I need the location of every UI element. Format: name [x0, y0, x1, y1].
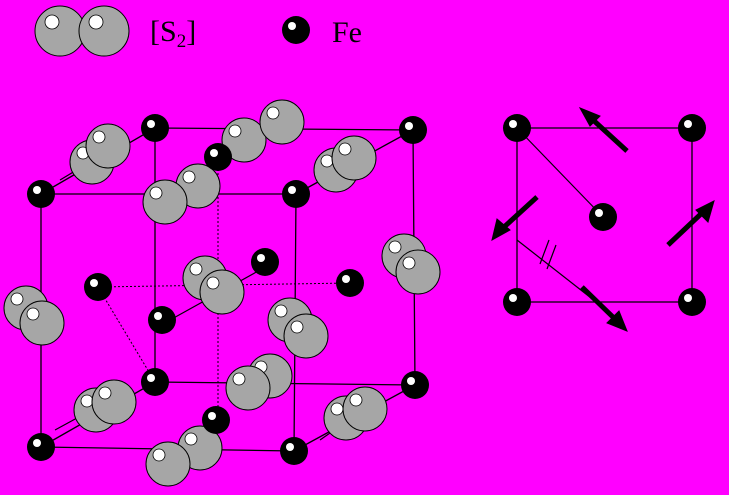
- fe-atom: [399, 116, 427, 144]
- s2-dimer: [221, 99, 305, 163]
- s2-dimer: [313, 135, 377, 193]
- fe-atom: [336, 269, 364, 297]
- s2-dimer: [267, 297, 329, 359]
- fe-atom: [503, 114, 531, 142]
- s2-dimer-icon: [34, 5, 130, 57]
- spin-arrow-icon: [491, 195, 539, 241]
- fe-atom: [27, 180, 55, 208]
- spin-arrow-icon: [580, 285, 628, 332]
- fe-atom: [141, 114, 169, 142]
- fe-atom: [678, 288, 706, 316]
- spin-arrow-icon: [578, 107, 629, 153]
- s2-legend-label: [S2]: [150, 15, 196, 52]
- fe-atom: [678, 114, 706, 142]
- unit-cell: [3, 99, 441, 487]
- s2-dimer: [182, 255, 245, 315]
- s2-dimer: [69, 123, 131, 185]
- fe-legend-label: Fe: [332, 16, 362, 49]
- legend: [S2] Fe: [34, 5, 362, 57]
- fe-atom: [27, 433, 55, 461]
- fe-atom: [282, 180, 310, 208]
- cell-internal-lines: [97, 157, 351, 420]
- fe-atom: [589, 203, 617, 231]
- fe-atom-icon: [282, 16, 310, 44]
- spin-arrows: [491, 107, 715, 332]
- fe-atom: [204, 143, 232, 171]
- spin-diagram: [491, 107, 715, 332]
- fe-atom: [401, 371, 429, 399]
- s2-dimer: [225, 353, 293, 411]
- fe-atom: [503, 288, 531, 316]
- s2-dimer: [73, 379, 137, 433]
- s2-dimer: [3, 285, 65, 346]
- s2-dimer: [381, 233, 441, 295]
- fe-atom: [84, 273, 112, 301]
- fe-atom: [148, 306, 176, 334]
- s2-dimer: [145, 425, 223, 487]
- fe-atom: [280, 437, 308, 465]
- spin-arrow-icon: [666, 200, 715, 247]
- fe-atom: [251, 248, 279, 276]
- parallel-marks: [539, 239, 557, 270]
- s2-dimer: [323, 386, 388, 441]
- fe-atom: [202, 406, 230, 434]
- fe-atom: [141, 368, 169, 396]
